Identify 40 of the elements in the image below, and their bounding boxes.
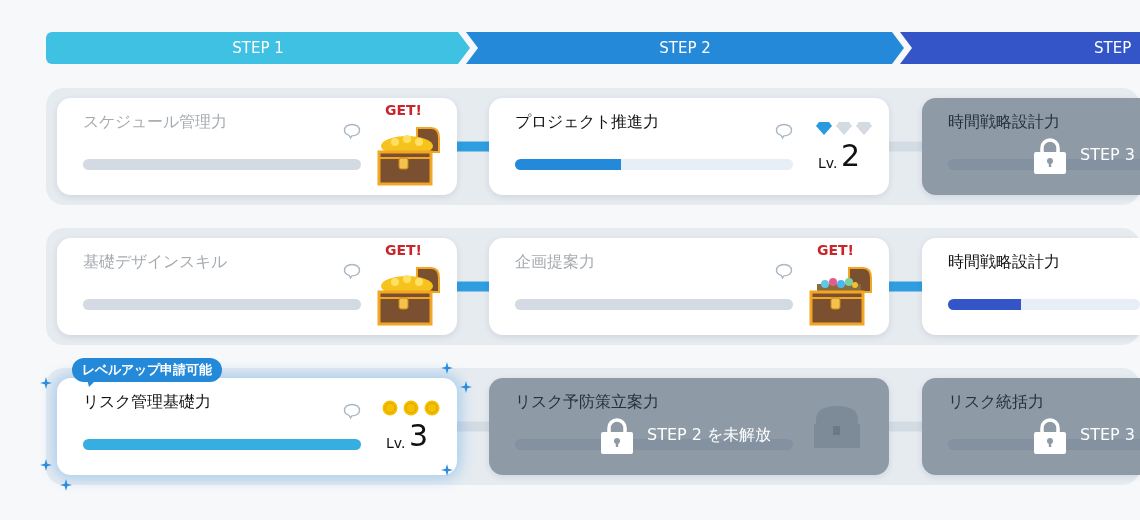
connector-line (889, 421, 922, 432)
skill-card (57, 98, 457, 195)
get-label: GET! (817, 242, 854, 258)
lock-message: STEP 3 (1080, 145, 1135, 164)
step-band (46, 32, 470, 64)
skill-title: プロジェクト推進力 (515, 112, 659, 133)
skill-title: リスク予防策立案力 (515, 392, 659, 413)
lock-message: STEP 3 (1080, 425, 1135, 444)
step-label: STEP 1 (232, 39, 284, 57)
level-up-badge: レベルアップ申請可能 (72, 358, 222, 382)
get-label: GET! (385, 102, 422, 118)
lock-message: STEP 2 を未解放 (647, 425, 772, 446)
skill-card (489, 378, 889, 475)
skill-card (57, 238, 457, 335)
level-number: 2 (841, 138, 861, 173)
step-band (900, 32, 1140, 64)
skill-card (922, 98, 1140, 195)
connector-line (457, 281, 489, 292)
step-band (466, 32, 904, 64)
connector-line (457, 141, 489, 152)
connector-line (889, 141, 922, 152)
skill-card (922, 238, 1140, 335)
skill-card (489, 98, 889, 195)
skill-title: 時間戦略設計力 (948, 252, 1060, 273)
skill-title: リスク統括力 (948, 392, 1044, 413)
step-label: STEP (1094, 39, 1132, 57)
skill-title: 基礎デザインスキル (83, 252, 227, 273)
skill-card (489, 238, 889, 335)
level-number: 3 (409, 418, 429, 453)
skill-title: 時間戦略設計力 (948, 112, 1060, 133)
skill-title: リスク管理基礎力 (83, 392, 211, 413)
connector-line (457, 421, 489, 432)
skill-title: 企画提案力 (515, 252, 595, 273)
get-label: GET! (385, 242, 422, 258)
step-label: STEP 2 (659, 39, 711, 57)
connector-line (889, 281, 922, 292)
skill-title: スケジュール管理力 (83, 112, 227, 133)
level-label: Lv. (386, 435, 406, 451)
level-label: Lv. (818, 155, 838, 171)
skill-card (922, 378, 1140, 475)
